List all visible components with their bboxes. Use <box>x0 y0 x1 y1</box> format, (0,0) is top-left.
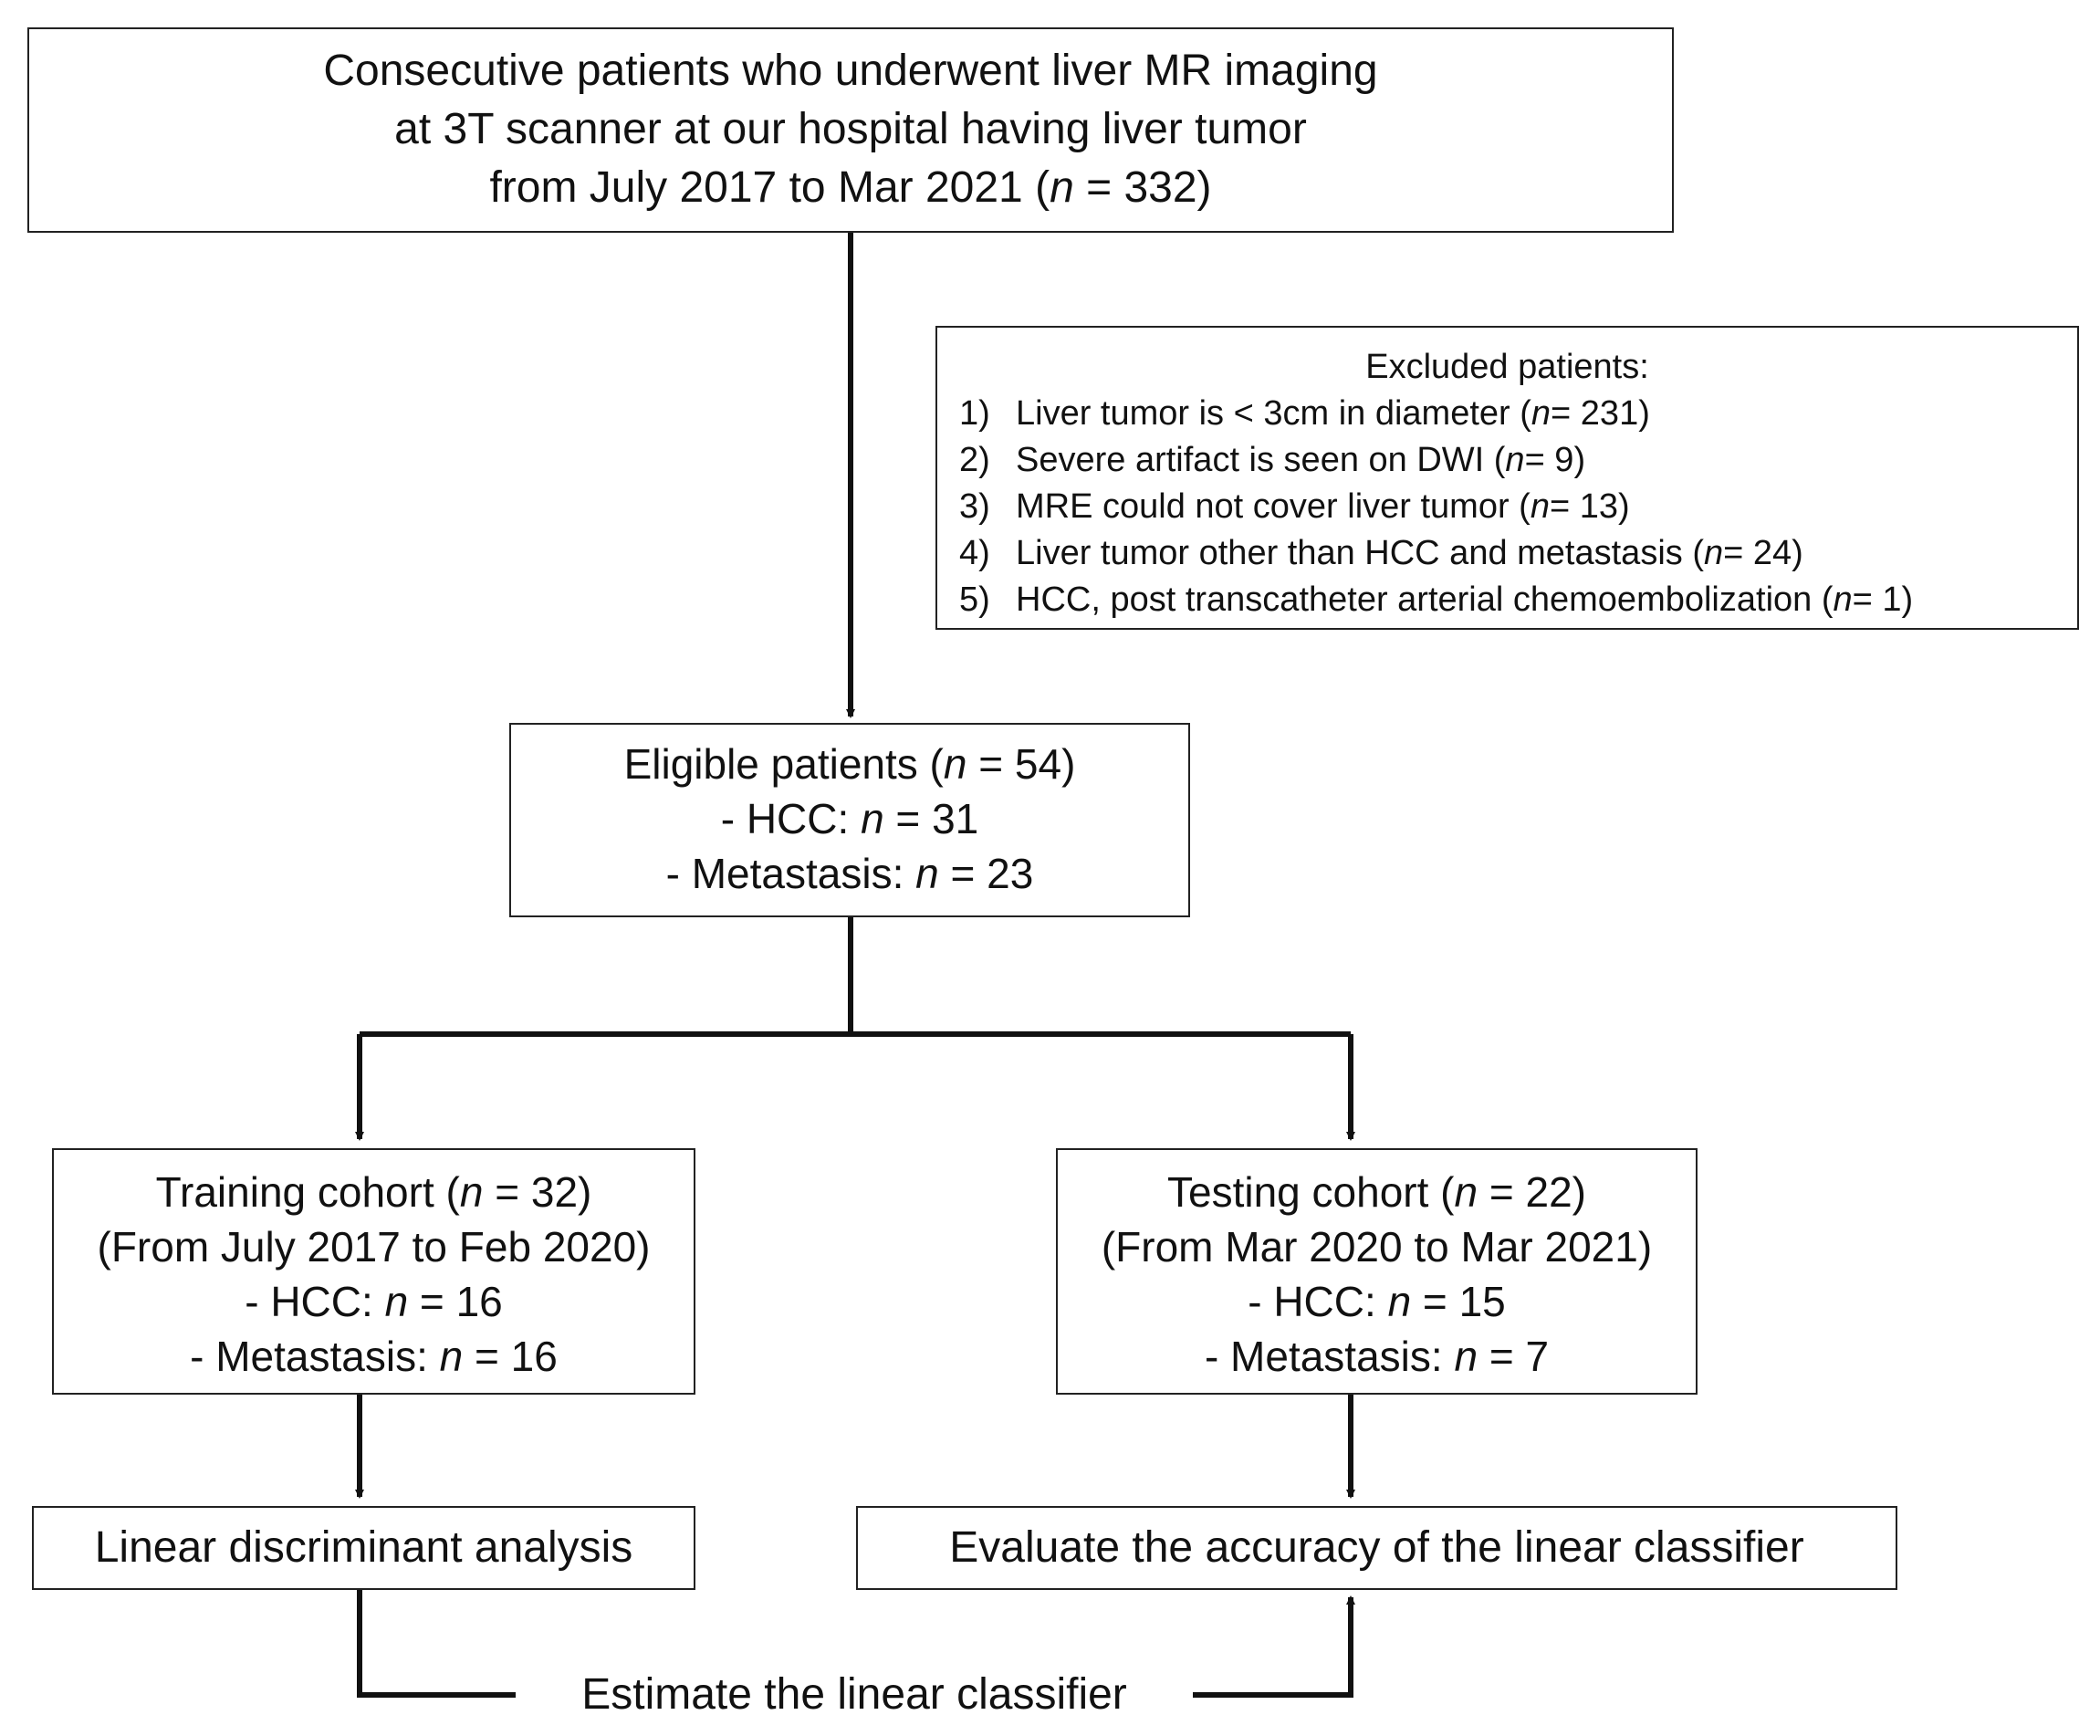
eligible-metastasis: - Metastasis: n = 23 <box>665 850 1034 897</box>
testing-hcc: - HCC: n = 15 <box>1248 1278 1506 1325</box>
testing-period: (From Mar 2020 to Mar 2021) <box>1101 1223 1653 1271</box>
evaluate-box: Evaluate the accuracy of the linear clas… <box>856 1506 1897 1590</box>
excluded-item-3: 3)MRE could not cover liver tumor (n = 1… <box>959 487 1630 526</box>
eligible-hcc: - HCC: n = 31 <box>720 795 979 842</box>
training-cohort-box: Training cohort (n = 32) (From July 2017… <box>52 1148 695 1395</box>
excluded-item-5: 5)HCC, post transcatheter arterial chemo… <box>959 580 1914 619</box>
excluded-item-1: 1)Liver tumor is < 3cm in diameter (n = … <box>959 394 1650 433</box>
consecutive-line-1: Consecutive patients who underwent liver… <box>323 47 1378 95</box>
excluded-item-2: 2)Severe artifact is seen on DWI (n = 9) <box>959 441 1586 479</box>
lda-box: Linear discriminant analysis <box>32 1506 695 1590</box>
training-metastasis: - Metastasis: n = 16 <box>190 1333 558 1380</box>
training-title: Training cohort (n = 32) <box>155 1168 592 1216</box>
evaluate-label: Evaluate the accuracy of the linear clas… <box>949 1523 1804 1572</box>
estimate-label: Estimate the linear classifier <box>529 1666 1179 1724</box>
excluded-item-4: 4)Liver tumor other than HCC and metasta… <box>959 534 1803 572</box>
consecutive-line-3: from July 2017 to Mar 2021 (n = 332) <box>489 163 1212 212</box>
training-hcc: - HCC: n = 16 <box>245 1278 503 1325</box>
training-period: (From July 2017 to Feb 2020) <box>97 1223 651 1271</box>
testing-metastasis: - Metastasis: n = 7 <box>1204 1333 1550 1380</box>
lda-label: Linear discriminant analysis <box>94 1523 633 1572</box>
excluded-patients-box: Excluded patients: 1)Liver tumor is < 3c… <box>935 326 2079 630</box>
line-lda-to-estimate <box>357 1590 516 1698</box>
consecutive-line-2: at 3T scanner at our hospital having liv… <box>394 105 1307 153</box>
consecutive-patients-box: Consecutive patients who underwent liver… <box>27 27 1674 233</box>
arrow-estimate-to-evaluate <box>1193 1595 1355 1698</box>
eligible-patients-box: Eligible patients (n = 54) - HCC: n = 31… <box>509 723 1190 917</box>
testing-cohort-box: Testing cohort (n = 22) (From Mar 2020 t… <box>1056 1148 1698 1395</box>
eligible-title: Eligible patients (n = 54) <box>623 740 1076 788</box>
excluded-list: 1)Liver tumor is < 3cm in diameter (n = … <box>959 391 2055 623</box>
excluded-title: Excluded patients: <box>1365 348 1649 386</box>
testing-title: Testing cohort (n = 22) <box>1167 1168 1586 1216</box>
